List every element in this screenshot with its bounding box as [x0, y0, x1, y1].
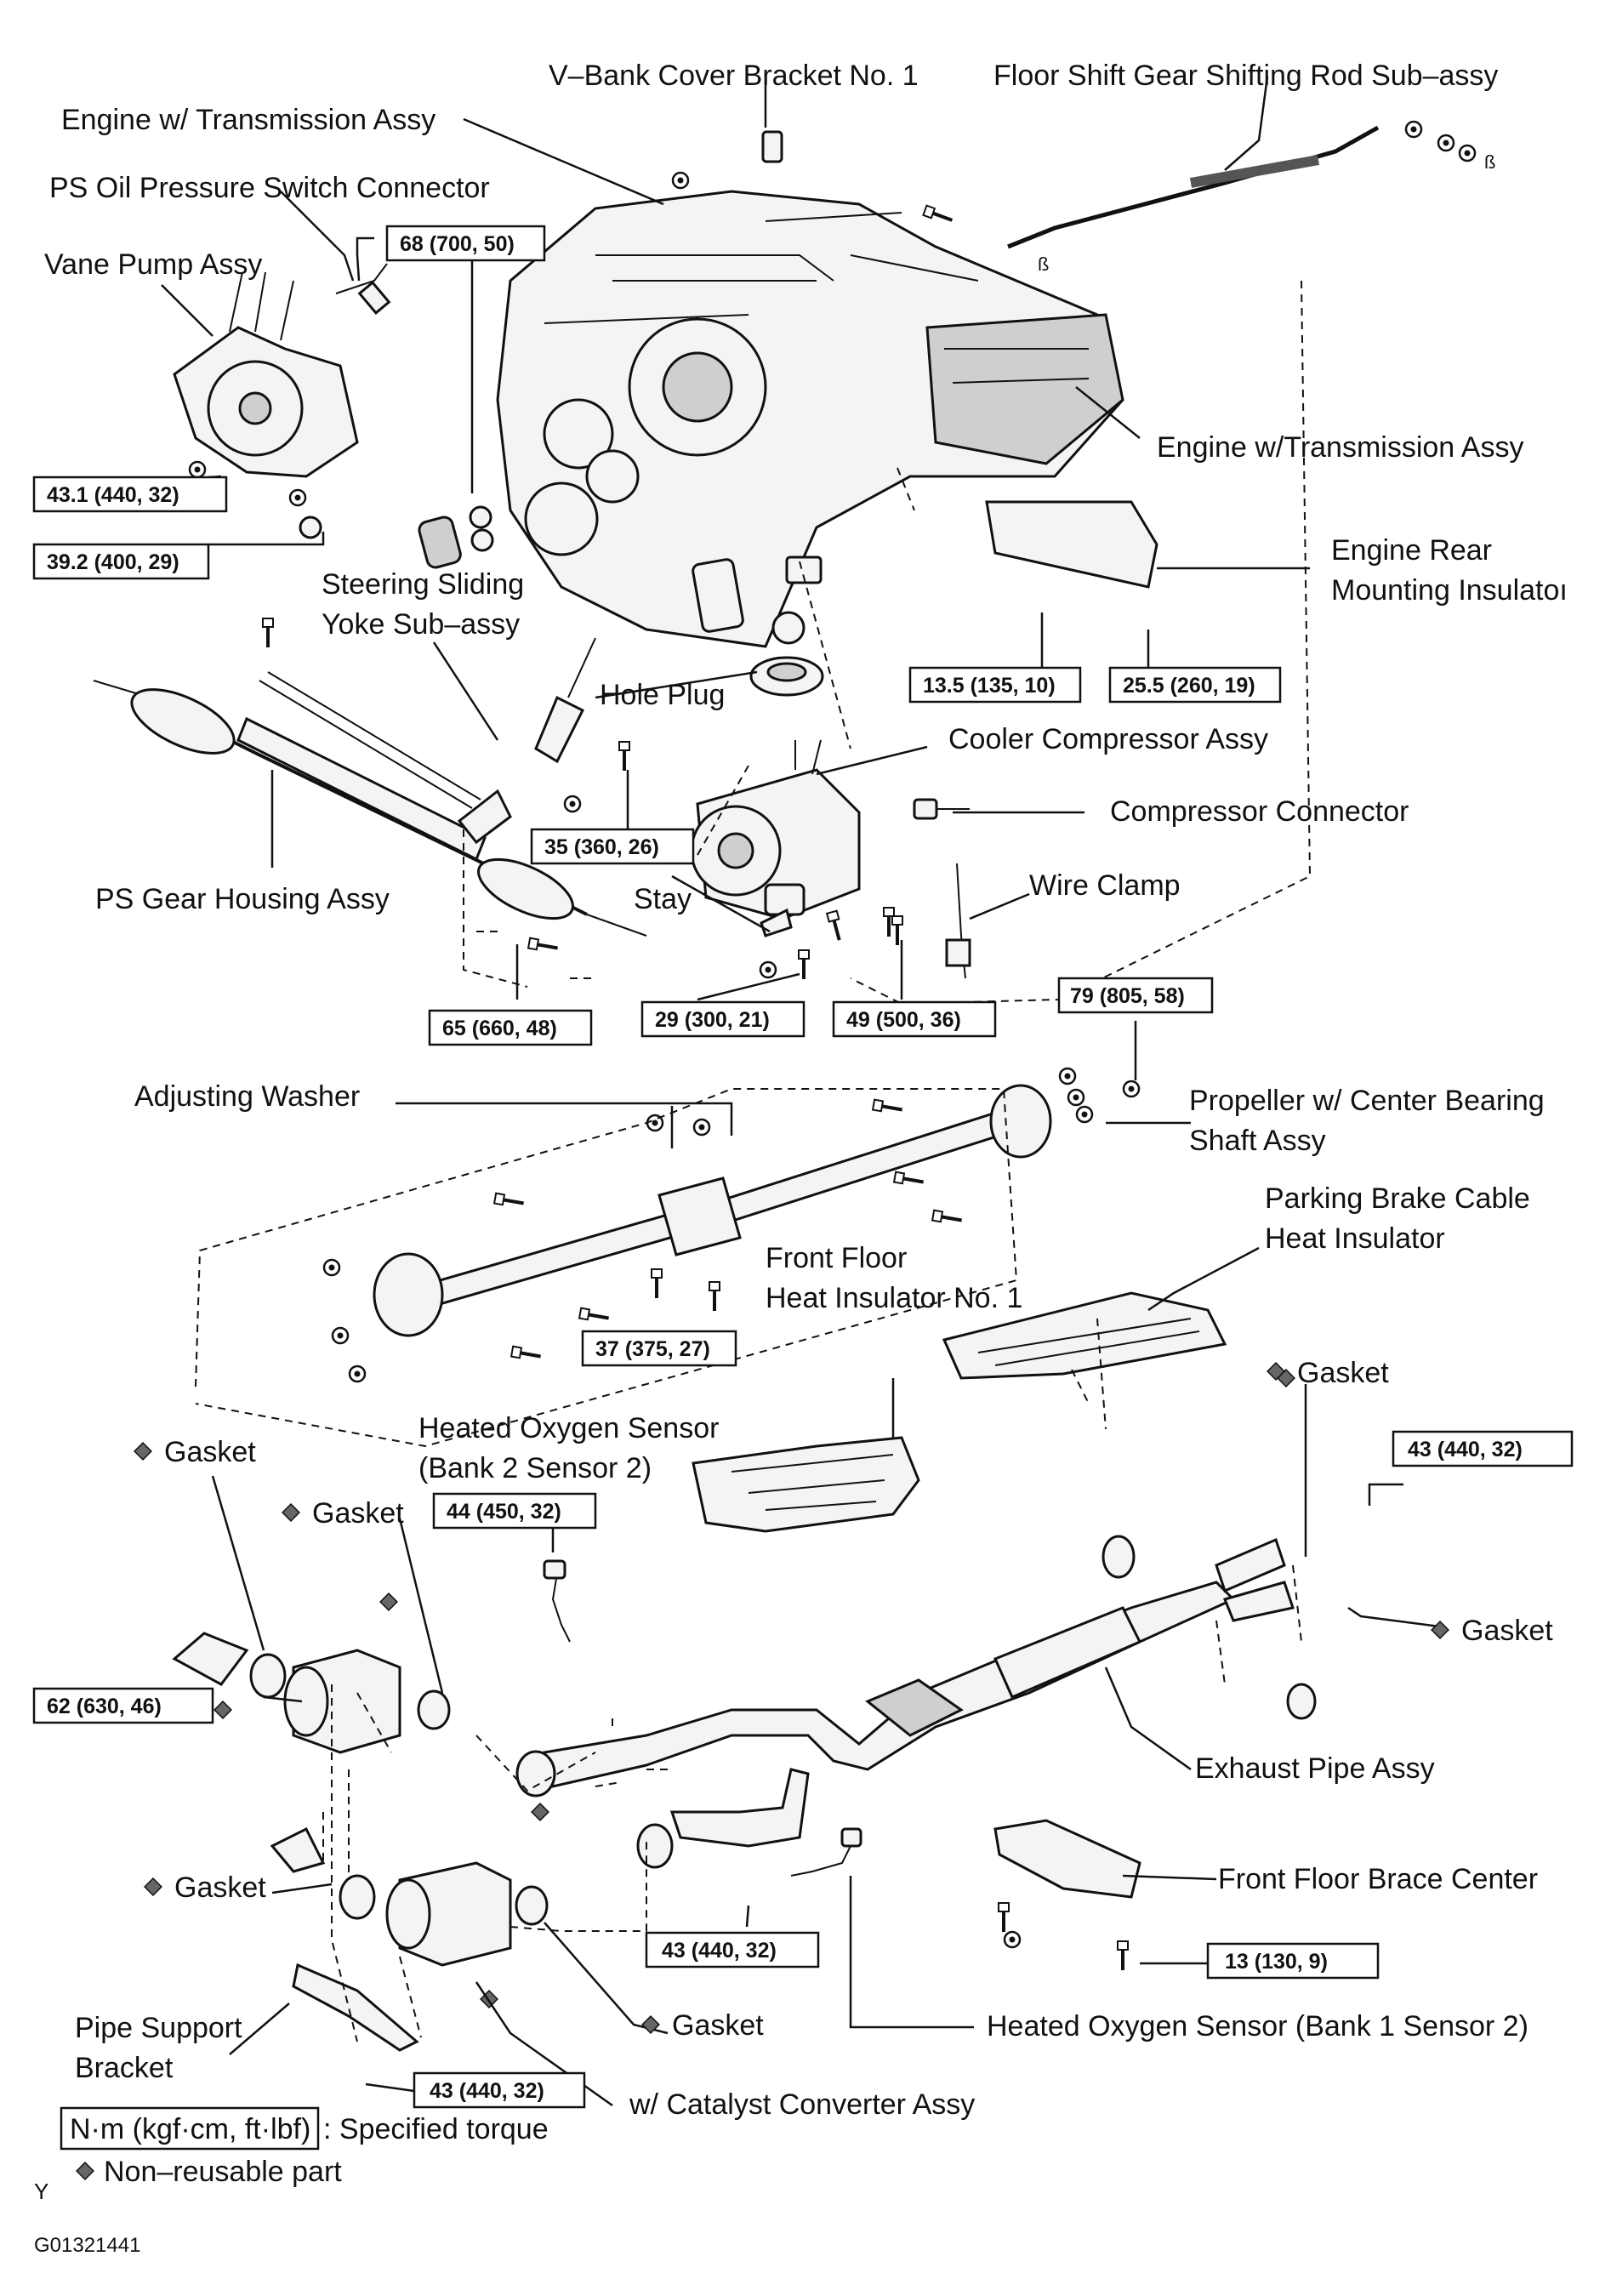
label-floor-shift-rod: Floor Shift Gear Shifting Rod Sub–assy: [993, 60, 1498, 92]
legend: N·m (kgf·cm, ft·lbf) : Specified torque …: [60, 2106, 549, 2188]
label-ps-oil-pressure-switch: PS Oil Pressure Switch Connector: [49, 172, 490, 204]
torque-43-1: 43.1 (440, 32): [47, 483, 179, 507]
label-parking-brake-2: Heat Insulator: [1265, 1222, 1445, 1255]
label-vane-pump: Vane Pump Assy: [44, 248, 262, 281]
engine-rear-mounting-insulator: [985, 500, 1158, 589]
label-front-floor-insulator-2: Heat Insulator No. 1: [766, 1282, 1022, 1314]
heated-oxygen-sensor-bank2: [551, 1573, 571, 1643]
label-cooler-compressor: Cooler Compressor Assy: [948, 723, 1268, 755]
label-steering-yoke-2: Yoke Sub–assy: [322, 608, 520, 641]
label-catalyst-converter: w/ Catalyst Converter Assy: [629, 2088, 975, 2121]
torque-37: 37 (375, 27): [595, 1337, 710, 1361]
label-gasket-6: Gasket: [672, 2009, 764, 2042]
torque-43-a: 43 (440, 32): [1408, 1438, 1523, 1461]
label-stay: Stay: [634, 883, 692, 915]
leader-lines: [161, 72, 1447, 2107]
label-front-floor-insulator-1: Front Floor: [766, 1242, 907, 1274]
torque-29: 29 (300, 21): [655, 1008, 770, 1032]
ps-gear-housing-drawing: [93, 617, 647, 955]
label-engine-transmission-1: Engine w/ Transmission Assy: [61, 104, 435, 136]
torque-49: 49 (500, 36): [846, 1008, 961, 1032]
front-floor-brace-center: [993, 1819, 1141, 1899]
label-gasket-5: Gasket: [174, 1872, 266, 1904]
torque-13: 13 (130, 9): [1225, 1950, 1328, 1974]
catalyst-converter-drawing: [172, 1632, 549, 2052]
footer-figure-code: G01321441: [34, 2234, 140, 2257]
label-hole-plug: Hole Plug: [600, 679, 725, 711]
floor-shift-rod: [1007, 125, 1380, 249]
exhaust-pipe-drawing: [515, 1535, 1317, 1869]
label-heated-o2-bank2-2: (Bank 2 Sensor 2): [418, 1452, 652, 1484]
cooler-compressor-drawing: [690, 739, 971, 981]
torque-25-5: 25.5 (260, 19): [1123, 674, 1255, 698]
torque-35: 35 (360, 26): [544, 835, 659, 859]
label-pipe-support-1: Pipe Support: [75, 2012, 242, 2044]
v-bank-cover-bracket: [761, 130, 783, 163]
exhaust-flange: [636, 1823, 674, 1869]
footer-y-mark: Y: [34, 2179, 48, 2204]
label-front-floor-brace: Front Floor Brace Center: [1218, 1863, 1538, 1895]
torque-13-5: 13.5 (135, 10): [923, 674, 1056, 698]
part-labels: V–Bank Cover Bracket No. 1 Floor Shift G…: [44, 60, 1568, 2121]
label-propeller-1: Propeller w/ Center Bearing: [1189, 1085, 1545, 1117]
compressor-connector: [913, 798, 938, 820]
propeller-shaft-drawing: [322, 1067, 1141, 1383]
engine-transmission-drawing: [418, 190, 1158, 697]
label-compressor-connector: Compressor Connector: [1110, 795, 1409, 828]
label-gasket-4: Gasket: [1461, 1615, 1553, 1647]
label-gasket-1: Gasket: [1297, 1357, 1389, 1389]
steering-sliding-yoke: [534, 695, 585, 764]
torque-68: 68 (700, 50): [400, 232, 515, 256]
label-steering-yoke-1: Steering Sliding: [322, 568, 524, 601]
pipe-support-bracket: [292, 1963, 419, 2052]
stay: [760, 908, 793, 937]
svg-text:ß: ß: [1038, 254, 1049, 275]
legend-specified-torque: : Specified torque: [323, 2113, 549, 2145]
torque-39-2: 39.2 (400, 29): [47, 550, 179, 574]
torque-65: 65 (660, 48): [442, 1017, 557, 1040]
label-wire-clamp: Wire Clamp: [1029, 869, 1181, 902]
torque-43-b: 43 (440, 32): [662, 1939, 777, 1963]
label-gasket-2: Gasket: [164, 1436, 256, 1468]
torque-boxes: 68 (700, 50) 43.1 (440, 32) 39.2 (400, 2…: [32, 225, 1574, 2109]
legend-non-reusable-part: Non–reusable part: [104, 2156, 342, 2188]
label-adjusting-washer: Adjusting Washer: [134, 1080, 360, 1113]
label-v-bank-cover-bracket: V–Bank Cover Bracket No. 1: [549, 60, 919, 92]
legend-torque-unit: N·m (kgf·cm, ft·lbf): [70, 2113, 310, 2145]
torque-79: 79 (805, 58): [1070, 984, 1185, 1008]
torque-43-c: 43 (440, 32): [430, 2079, 544, 2103]
svg-text:ß: ß: [1484, 151, 1495, 173]
label-heated-o2-bank2-1: Heated Oxygen Sensor: [418, 1412, 719, 1444]
torque-44: 44 (450, 32): [447, 1500, 561, 1524]
label-parking-brake-1: Parking Brake Cable: [1265, 1182, 1530, 1215]
label-ps-gear-housing: PS Gear Housing Assy: [95, 883, 390, 915]
torque-62: 62 (630, 46): [47, 1695, 162, 1718]
label-heated-o2-bank1: Heated Oxygen Sensor (Bank 1 Sensor 2): [987, 2010, 1528, 2042]
vane-pump-drawing: [173, 263, 391, 539]
label-exhaust-pipe: Exhaust Pipe Assy: [1195, 1752, 1435, 1785]
front-floor-heat-insulator: [692, 1436, 920, 1533]
label-engine-rear-2: Mounting Insulatoı: [1331, 574, 1568, 607]
label-pipe-support-2: Bracket: [75, 2052, 174, 2084]
label-engine-rear-1: Engine Rear: [1331, 534, 1492, 567]
label-propeller-2: Shaft Assy: [1189, 1125, 1326, 1157]
label-engine-transmission-2: Engine w/Transmission Assy: [1157, 431, 1523, 464]
label-gasket-3: Gasket: [312, 1497, 404, 1530]
heated-oxygen-sensor-bank1: [790, 1845, 851, 1877]
